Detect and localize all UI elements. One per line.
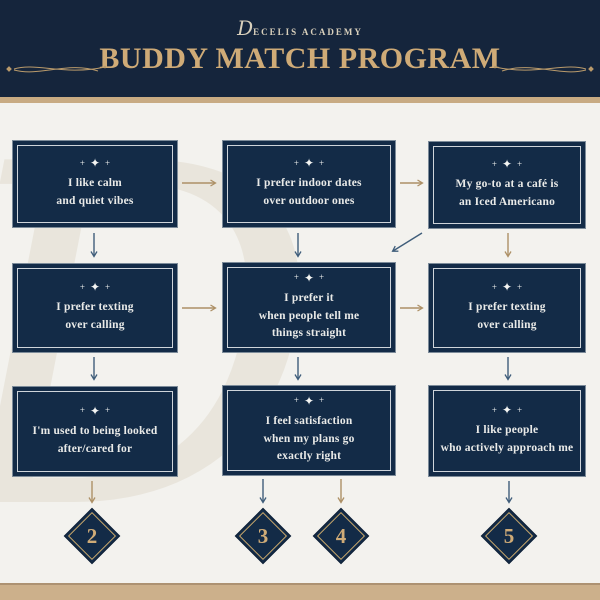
arrow-down-icon — [90, 233, 98, 258]
arrow-down-icon — [294, 233, 302, 258]
sparkle-star-icon: ✦ — [303, 393, 315, 408]
page-title: BUDDY MATCH PROGRAM — [99, 42, 501, 75]
sparkle-star-icon: ✦ — [303, 156, 315, 171]
card-text-line: over outdoor ones — [263, 195, 355, 207]
card-text-line: when people tell me — [258, 309, 360, 322]
card-text-line: I feel satisfaction — [265, 414, 353, 427]
card-text-line: I prefer indoor dates — [256, 177, 362, 190]
statement-card-r3c3: + ✦ + I like people who actively approach … — [428, 385, 586, 477]
flourish-right-icon — [493, 65, 594, 73]
sparkle-star-icon: ✦ — [303, 270, 315, 285]
result-number: 3 — [257, 523, 269, 548]
sparkle-plus-icon: + — [491, 158, 497, 169]
sparkle-icon: + ✦ + — [492, 404, 522, 416]
result-node-5: 5 — [480, 507, 538, 565]
arrow-down-icon — [337, 479, 345, 504]
card-text-line: over calling — [65, 319, 125, 331]
statement-card-r2c1: + ✦ + I prefer texting over calling — [12, 263, 178, 353]
arrow-down-icon — [90, 357, 98, 381]
card-text-line: exactly right — [276, 450, 342, 463]
sparkle-icon: + ✦ + — [294, 272, 324, 284]
sparkle-plus-icon: + — [79, 157, 85, 168]
sparkle-icon: + ✦ + — [80, 281, 110, 293]
sparkle-plus-icon: + — [105, 281, 111, 292]
sparkle-plus-icon: + — [319, 157, 325, 168]
sparkle-star-icon: ✦ — [501, 403, 513, 418]
card-text-line: My go-to at a café is — [455, 178, 559, 191]
sparkle-star-icon: ✦ — [501, 157, 513, 172]
result-number: 4 — [335, 523, 347, 548]
card-text-line: when my plans go — [263, 432, 355, 445]
sparkle-star-icon: ✦ — [89, 156, 101, 171]
sparkle-plus-icon: + — [517, 404, 523, 415]
sparkle-icon: + ✦ + — [294, 157, 324, 169]
card-text-line: after/cared for — [57, 442, 133, 455]
statement-card-r3c1: + ✦ + I'm used to being looked after/cared… — [12, 386, 178, 477]
arrow-right-icon — [400, 179, 424, 187]
arrow-down-icon — [504, 357, 512, 381]
result-number: 5 — [503, 523, 515, 548]
arrow-down-icon — [505, 481, 513, 504]
statement-card-r2c2: + ✦ + I prefer it when people tell me thin… — [222, 262, 396, 353]
card-text-line: I prefer it — [284, 291, 334, 304]
card-text-line: things straight — [271, 327, 347, 340]
card-text-line: over calling — [477, 319, 537, 331]
sparkle-plus-icon: + — [293, 157, 299, 168]
sparkle-icon: + ✦ + — [294, 395, 324, 407]
arrow-right-icon — [182, 304, 217, 312]
academy-logo-initial: D — [237, 16, 254, 40]
sparkle-plus-icon: + — [517, 158, 523, 169]
sparkle-plus-icon: + — [491, 281, 497, 292]
sparkle-plus-icon: + — [105, 405, 111, 416]
sparkle-plus-icon: + — [517, 281, 523, 292]
sparkle-star-icon: ✦ — [89, 280, 101, 295]
sparkle-icon: + ✦ + — [492, 158, 522, 170]
statement-card-r1c2: + ✦ + I prefer indoor dates over outdoor o… — [222, 140, 396, 228]
sparkle-icon: + ✦ + — [80, 157, 110, 169]
card-text-line: I'm used to being looked — [32, 424, 158, 437]
sparkle-plus-icon: + — [491, 404, 497, 415]
result-number: 2 — [86, 523, 98, 548]
card-text-line: an Iced Americano — [458, 196, 556, 208]
gold-divider-band — [0, 97, 600, 103]
arrow-down-icon — [504, 233, 512, 258]
arrow-right-icon — [400, 304, 424, 312]
sparkle-icon: + ✦ + — [80, 405, 110, 417]
sparkle-plus-icon: + — [293, 272, 299, 283]
card-text-line: and quiet vibes — [56, 195, 134, 207]
card-text-line: I prefer texting — [468, 301, 546, 314]
sparkle-plus-icon: + — [79, 281, 85, 292]
academy-logo-text: ECELIS ACADEMY — [253, 27, 363, 37]
footer-band — [0, 583, 600, 600]
statement-card-r3c2: + ✦ + I feel satisfaction when my plans go… — [222, 385, 396, 476]
sparkle-icon: + ✦ + — [492, 281, 522, 293]
sparkle-plus-icon: + — [79, 405, 85, 416]
sparkle-star-icon: ✦ — [501, 280, 513, 295]
arrow-right-icon — [182, 179, 217, 187]
card-text-line: I like people — [475, 424, 539, 437]
header-banner: DECELIS ACADEMY BUDDY MATCH PROGRAM — [0, 0, 600, 97]
academy-logo: DECELIS ACADEMY — [0, 16, 600, 40]
sparkle-plus-icon: + — [319, 395, 325, 406]
statement-card-r1c3: + ✦ + My go-to at a café is an Iced Americ… — [428, 141, 586, 229]
statement-card-r2c3: + ✦ + I prefer texting over calling — [428, 263, 586, 353]
card-text-line: I like calm — [68, 177, 122, 190]
sparkle-plus-icon: + — [319, 272, 325, 283]
statement-card-r1c1: + ✦ + I like calm and quiet vibes — [12, 140, 178, 228]
sparkle-plus-icon: + — [293, 395, 299, 406]
arrow-down-icon — [294, 357, 302, 381]
flourish-left-icon — [6, 65, 107, 73]
card-text-line: I prefer texting — [56, 301, 134, 314]
arrow-down-icon — [259, 479, 267, 504]
sparkle-star-icon: ✦ — [89, 403, 101, 418]
card-text-line: who actively approach me — [440, 442, 574, 454]
sparkle-plus-icon: + — [105, 157, 111, 168]
arrow-diagonal-icon — [391, 232, 423, 252]
arrow-down-icon — [88, 481, 96, 504]
